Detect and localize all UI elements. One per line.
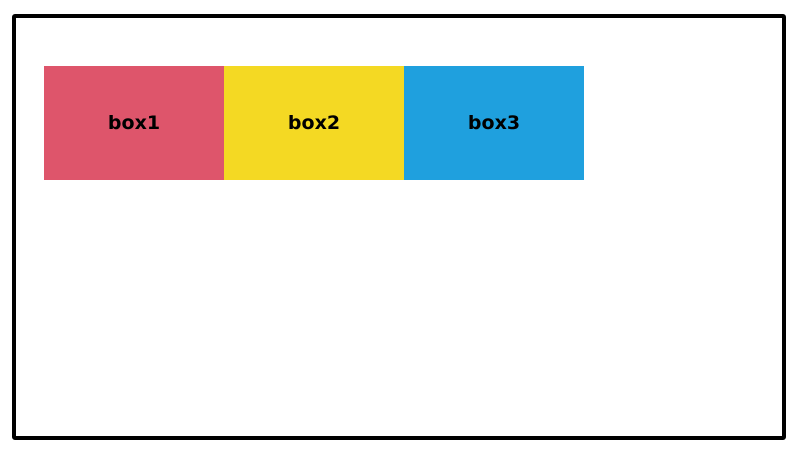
box-2: box2	[224, 66, 404, 180]
box-1: box1	[44, 66, 224, 180]
container-frame: box1 box2 box3	[12, 14, 786, 440]
box-3: box3	[404, 66, 584, 180]
box-row: box1 box2 box3	[44, 66, 584, 180]
